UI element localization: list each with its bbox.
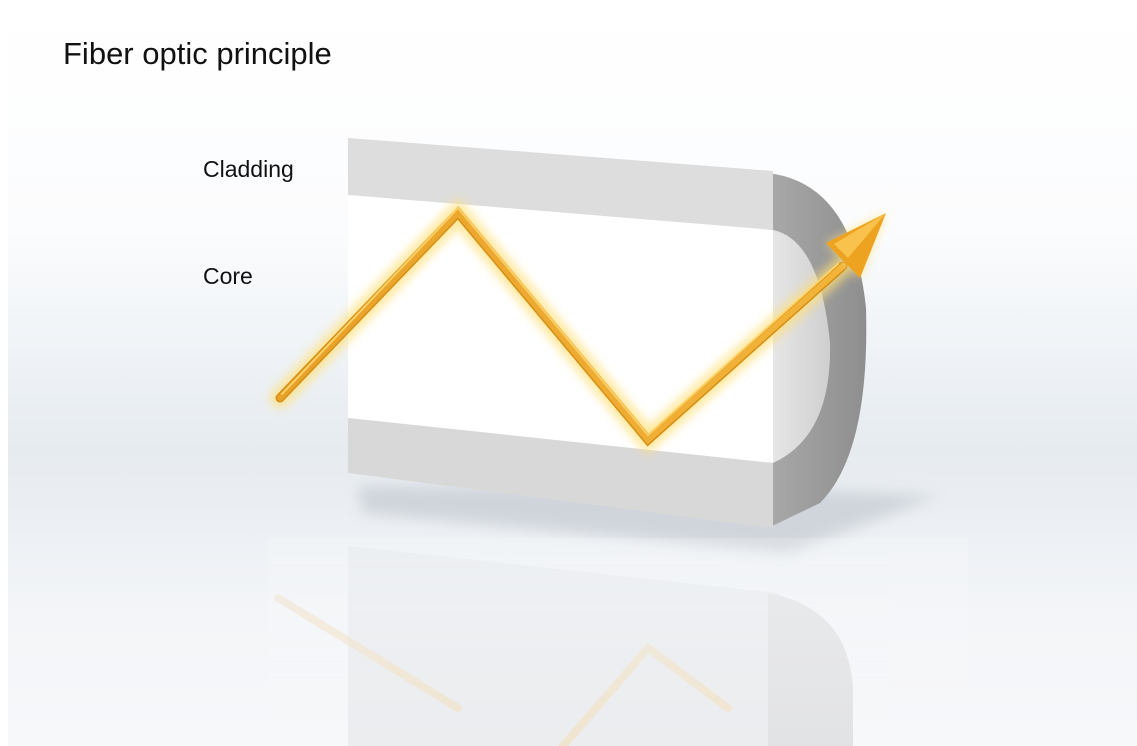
arrow-head-icon [826, 213, 886, 278]
cladding-label: Cladding [203, 156, 294, 182]
core-label: Core [203, 263, 253, 289]
slide: Fiber optic principle [8, 8, 1137, 746]
light-ray [270, 198, 853, 455]
cladding-top [348, 138, 773, 230]
fiber-diagram [268, 138, 968, 746]
fiber-reflection [268, 538, 968, 746]
cladding-bottom [348, 418, 773, 528]
slide-title: Fiber optic principle [63, 36, 332, 71]
